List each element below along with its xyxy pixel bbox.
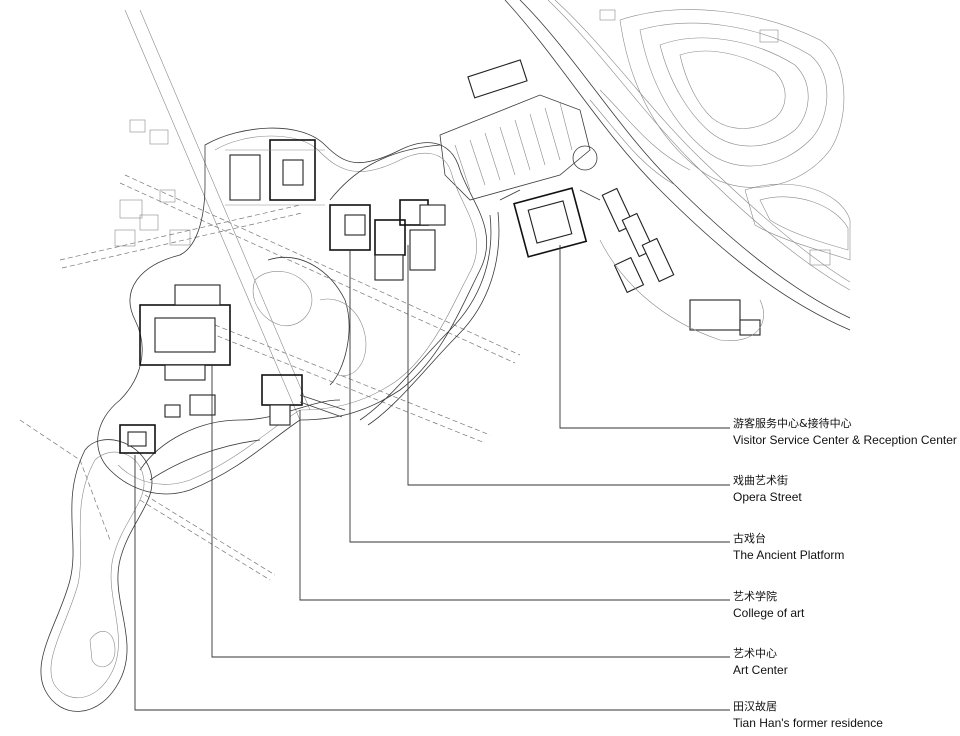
- leader-art-center: [211, 365, 730, 658]
- leader-visitor-service: [559, 245, 730, 429]
- leader-lines: [134, 245, 730, 711]
- legend-en: Opera Street: [733, 490, 802, 504]
- site-axis-lines: [19, 9, 521, 581]
- legend-en: Visitor Service Center & Reception Cente…: [733, 433, 957, 447]
- tian-han-residence-building: [119, 424, 156, 454]
- college-of-art-building: [261, 374, 346, 426]
- visitor-service-center-building: [499, 187, 601, 258]
- highway-road: [504, 0, 851, 331]
- legend-cn: 游客服务中心&接待中心: [733, 417, 852, 430]
- legend-en: The Ancient Platform: [733, 548, 845, 562]
- legend-art-center: 艺术中心 Art Center: [733, 645, 788, 679]
- legend-opera-street: 戏曲艺术街 Opera Street: [733, 472, 802, 506]
- parking-lot: [439, 59, 598, 201]
- leader-tian-han: [134, 455, 730, 711]
- reception-center-cluster: [599, 187, 764, 341]
- legend-ancient-platform: 古戏台 The Ancient Platform: [733, 530, 844, 564]
- art-center-building: [139, 284, 231, 381]
- site-boundary-and-paths: [97, 127, 500, 495]
- legend-cn: 戏曲艺术街: [733, 474, 788, 487]
- leader-opera-street: [407, 245, 730, 486]
- legend-en: College of art: [733, 606, 805, 620]
- legend-cn: 艺术学院: [733, 590, 777, 603]
- leader-ancient-platform: [349, 250, 730, 543]
- legend-college-of-art: 艺术学院 College of art: [733, 588, 804, 622]
- legend-en: Tian Han's former residence: [733, 716, 883, 730]
- leader-college-of-art: [299, 410, 730, 601]
- legend-visitor-service-center: 游客服务中心&接待中心 Visitor Service Center & Rec…: [733, 415, 957, 449]
- legend-en: Art Center: [733, 663, 788, 677]
- legend-cn: 古戏台: [733, 532, 766, 545]
- upper-left-compound: [225, 139, 325, 206]
- opera-street-buildings: [329, 199, 446, 281]
- legend-cn: 田汉故居: [733, 700, 777, 713]
- terrain-contours: [589, 9, 851, 261]
- legend-tian-han-residence: 田汉故居 Tian Han's former residence: [733, 698, 883, 732]
- ancient-platform-building: [164, 394, 216, 418]
- legend-cn: 艺术中心: [733, 647, 777, 660]
- village-houses: [114, 9, 831, 266]
